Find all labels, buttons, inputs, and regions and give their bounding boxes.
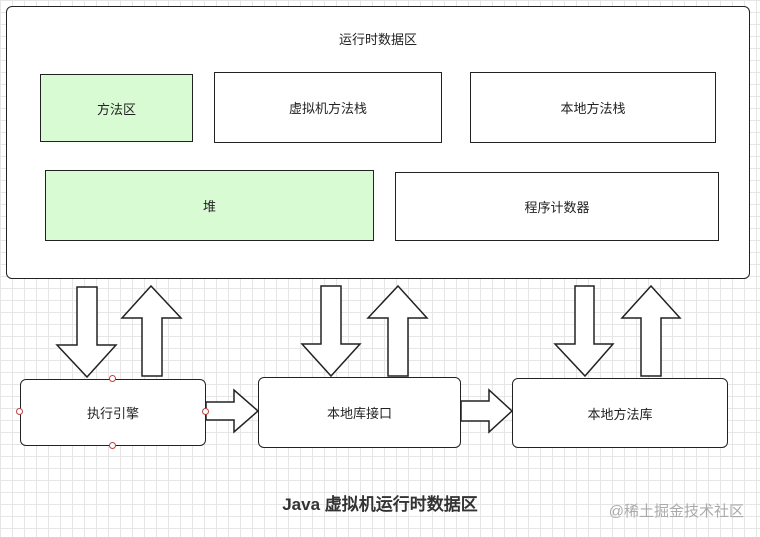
selection-handle-top[interactable]	[109, 375, 116, 382]
heap-box: 堆	[45, 170, 374, 241]
native-method-stack-box: 本地方法栈	[470, 72, 716, 143]
method-area-box: 方法区	[40, 74, 193, 142]
native-interface-box: 本地库接口	[258, 377, 461, 448]
up-arrow-engine-to-runtime	[120, 284, 183, 377]
right-arrow-engine-to-interface	[205, 388, 260, 434]
program-counter-box: 程序计数器	[395, 172, 719, 241]
selection-handle-right[interactable]	[202, 408, 209, 415]
down-arrow-runtime-to-library	[553, 285, 615, 378]
runtime-data-area-title: 运行时数据区	[338, 32, 417, 47]
down-arrow-runtime-to-engine	[55, 286, 118, 379]
diagram-caption: Java 虚拟机运行时数据区	[282, 495, 478, 514]
down-arrow-runtime-to-interface	[300, 285, 362, 378]
selection-handle-bottom[interactable]	[109, 442, 116, 449]
vm-stack-box: 虚拟机方法栈	[214, 72, 442, 143]
native-library-box: 本地方法库	[512, 378, 728, 448]
up-arrow-interface-to-runtime	[366, 284, 429, 377]
right-arrow-interface-to-library	[460, 388, 514, 434]
execution-engine-box[interactable]: 执行引擎	[20, 379, 206, 446]
watermark: @稀土掘金技术社区	[608, 503, 744, 520]
selection-handle-left[interactable]	[16, 408, 23, 415]
up-arrow-library-to-runtime	[620, 284, 682, 377]
